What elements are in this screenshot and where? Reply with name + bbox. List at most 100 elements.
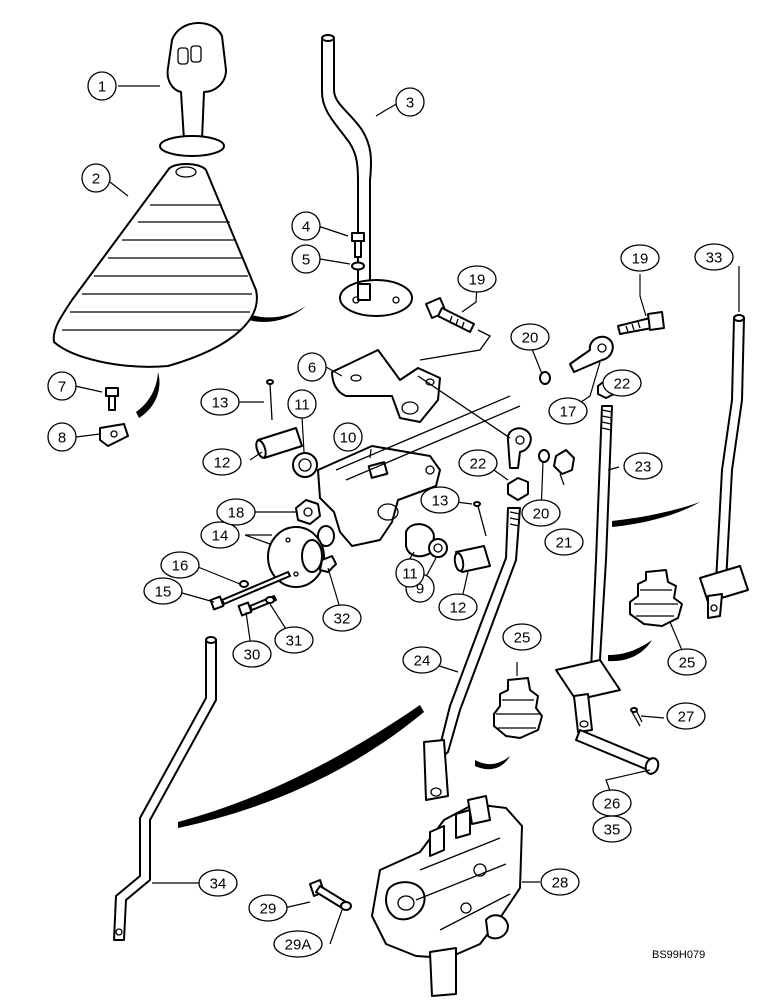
linkage-rod-left xyxy=(113,636,217,941)
figure-code: BS99H079 xyxy=(652,949,705,961)
callout-22: 22 xyxy=(602,369,642,397)
callout-2: 2 xyxy=(81,163,111,193)
rod-ends xyxy=(417,329,614,469)
lever-bracket xyxy=(331,349,441,423)
boot-center xyxy=(493,677,543,739)
callout-outline xyxy=(623,452,663,480)
bolt-left xyxy=(425,297,475,333)
callout-outline xyxy=(395,87,425,117)
callout-outline xyxy=(521,499,561,527)
callout-5: 5 xyxy=(291,244,321,274)
callout-outline xyxy=(198,869,238,897)
callout-21: 21 xyxy=(544,528,584,556)
callout-25: 25 xyxy=(502,623,542,651)
callout-7: 7 xyxy=(47,371,77,401)
callout-3: 3 xyxy=(395,87,425,117)
callout-32: 32 xyxy=(322,604,362,632)
callout-24: 24 xyxy=(402,646,442,674)
callout-13: 13 xyxy=(420,486,460,514)
callout-20: 20 xyxy=(521,499,561,527)
callout-label: 7 xyxy=(58,379,66,396)
callout-label: 12 xyxy=(450,600,467,617)
callout-outline xyxy=(510,323,550,351)
rubber-boot xyxy=(52,163,258,368)
callout-16: 16 xyxy=(160,551,200,579)
callout-label: 4 xyxy=(302,219,310,236)
callout-label: 23 xyxy=(635,459,652,476)
callout-12: 12 xyxy=(438,593,478,621)
bushings-and-pins xyxy=(255,379,491,573)
boot-right xyxy=(629,569,683,627)
callout-outline xyxy=(160,551,200,579)
callout-label: 18 xyxy=(228,505,245,522)
callout-label: 27 xyxy=(678,709,695,726)
pivot-bracket xyxy=(317,395,521,547)
callout-label: 3 xyxy=(406,95,414,112)
callout-11: 11 xyxy=(395,558,425,588)
callout-label: 13 xyxy=(432,493,449,510)
callout-outline xyxy=(216,498,256,526)
callout-10: 10 xyxy=(333,422,363,452)
callout-label: 13 xyxy=(212,395,229,412)
callout-25: 25 xyxy=(667,648,707,676)
cam-plate xyxy=(267,526,325,588)
callout-19: 19 xyxy=(620,244,660,272)
callout-6: 6 xyxy=(297,352,327,382)
callout-22: 22 xyxy=(458,449,498,477)
callout-label: 32 xyxy=(334,611,351,628)
callout-outline xyxy=(667,648,707,676)
callout-label: 35 xyxy=(604,822,621,839)
small-fasteners xyxy=(209,555,337,617)
control-rod xyxy=(555,405,621,733)
callout-15: 15 xyxy=(143,577,183,605)
callout-label: 6 xyxy=(308,360,316,377)
callout-14: 14 xyxy=(200,521,240,549)
shift-knob xyxy=(159,22,227,157)
callout-outline xyxy=(438,593,478,621)
callout-label: 21 xyxy=(556,535,573,552)
callout-outline xyxy=(694,243,734,271)
linkage-rod-center xyxy=(423,507,521,801)
callout-20: 20 xyxy=(510,323,550,351)
callout-outline xyxy=(291,211,321,241)
callout-29: 29 xyxy=(248,894,288,922)
callout-outline xyxy=(666,702,706,730)
callout-outline xyxy=(544,528,584,556)
callout-outline xyxy=(502,623,542,651)
callout-outline xyxy=(143,577,183,605)
callout-4: 4 xyxy=(291,211,321,241)
callout-labels: 1234567891011111212131314151617181919202… xyxy=(47,71,734,958)
callout-label: 2 xyxy=(92,171,100,188)
callout-label: 24 xyxy=(414,653,431,670)
callout-outline xyxy=(395,558,425,588)
callout-label: 8 xyxy=(58,430,66,447)
swoosh-separators xyxy=(136,306,700,828)
callout-label: 33 xyxy=(706,250,723,267)
callout-outline xyxy=(202,448,242,476)
callout-outline xyxy=(47,422,77,452)
callout-outline xyxy=(297,352,327,382)
callout-outline xyxy=(548,397,588,425)
callout-outline xyxy=(274,626,314,654)
callout-outline xyxy=(333,422,363,452)
callout-outline xyxy=(273,930,323,958)
callout-1: 1 xyxy=(87,71,117,101)
callout-23: 23 xyxy=(623,452,663,480)
callout-label: 15 xyxy=(155,584,172,601)
control-valve xyxy=(371,795,523,997)
callout-18: 18 xyxy=(216,498,256,526)
callout-outline xyxy=(322,604,362,632)
bolt-right xyxy=(617,311,665,335)
callout-8: 8 xyxy=(47,422,77,452)
screw-and-clip-nut xyxy=(99,387,129,447)
bolt-and-washer xyxy=(351,232,365,271)
callout-label: 26 xyxy=(604,796,621,813)
callout-34: 34 xyxy=(198,869,238,897)
callout-label: 25 xyxy=(514,630,531,647)
callout-outline xyxy=(620,244,660,272)
callout-label: 31 xyxy=(286,633,303,650)
callout-label: 19 xyxy=(632,251,649,268)
lever-rod-right xyxy=(699,314,749,619)
callout-label: 20 xyxy=(522,330,539,347)
